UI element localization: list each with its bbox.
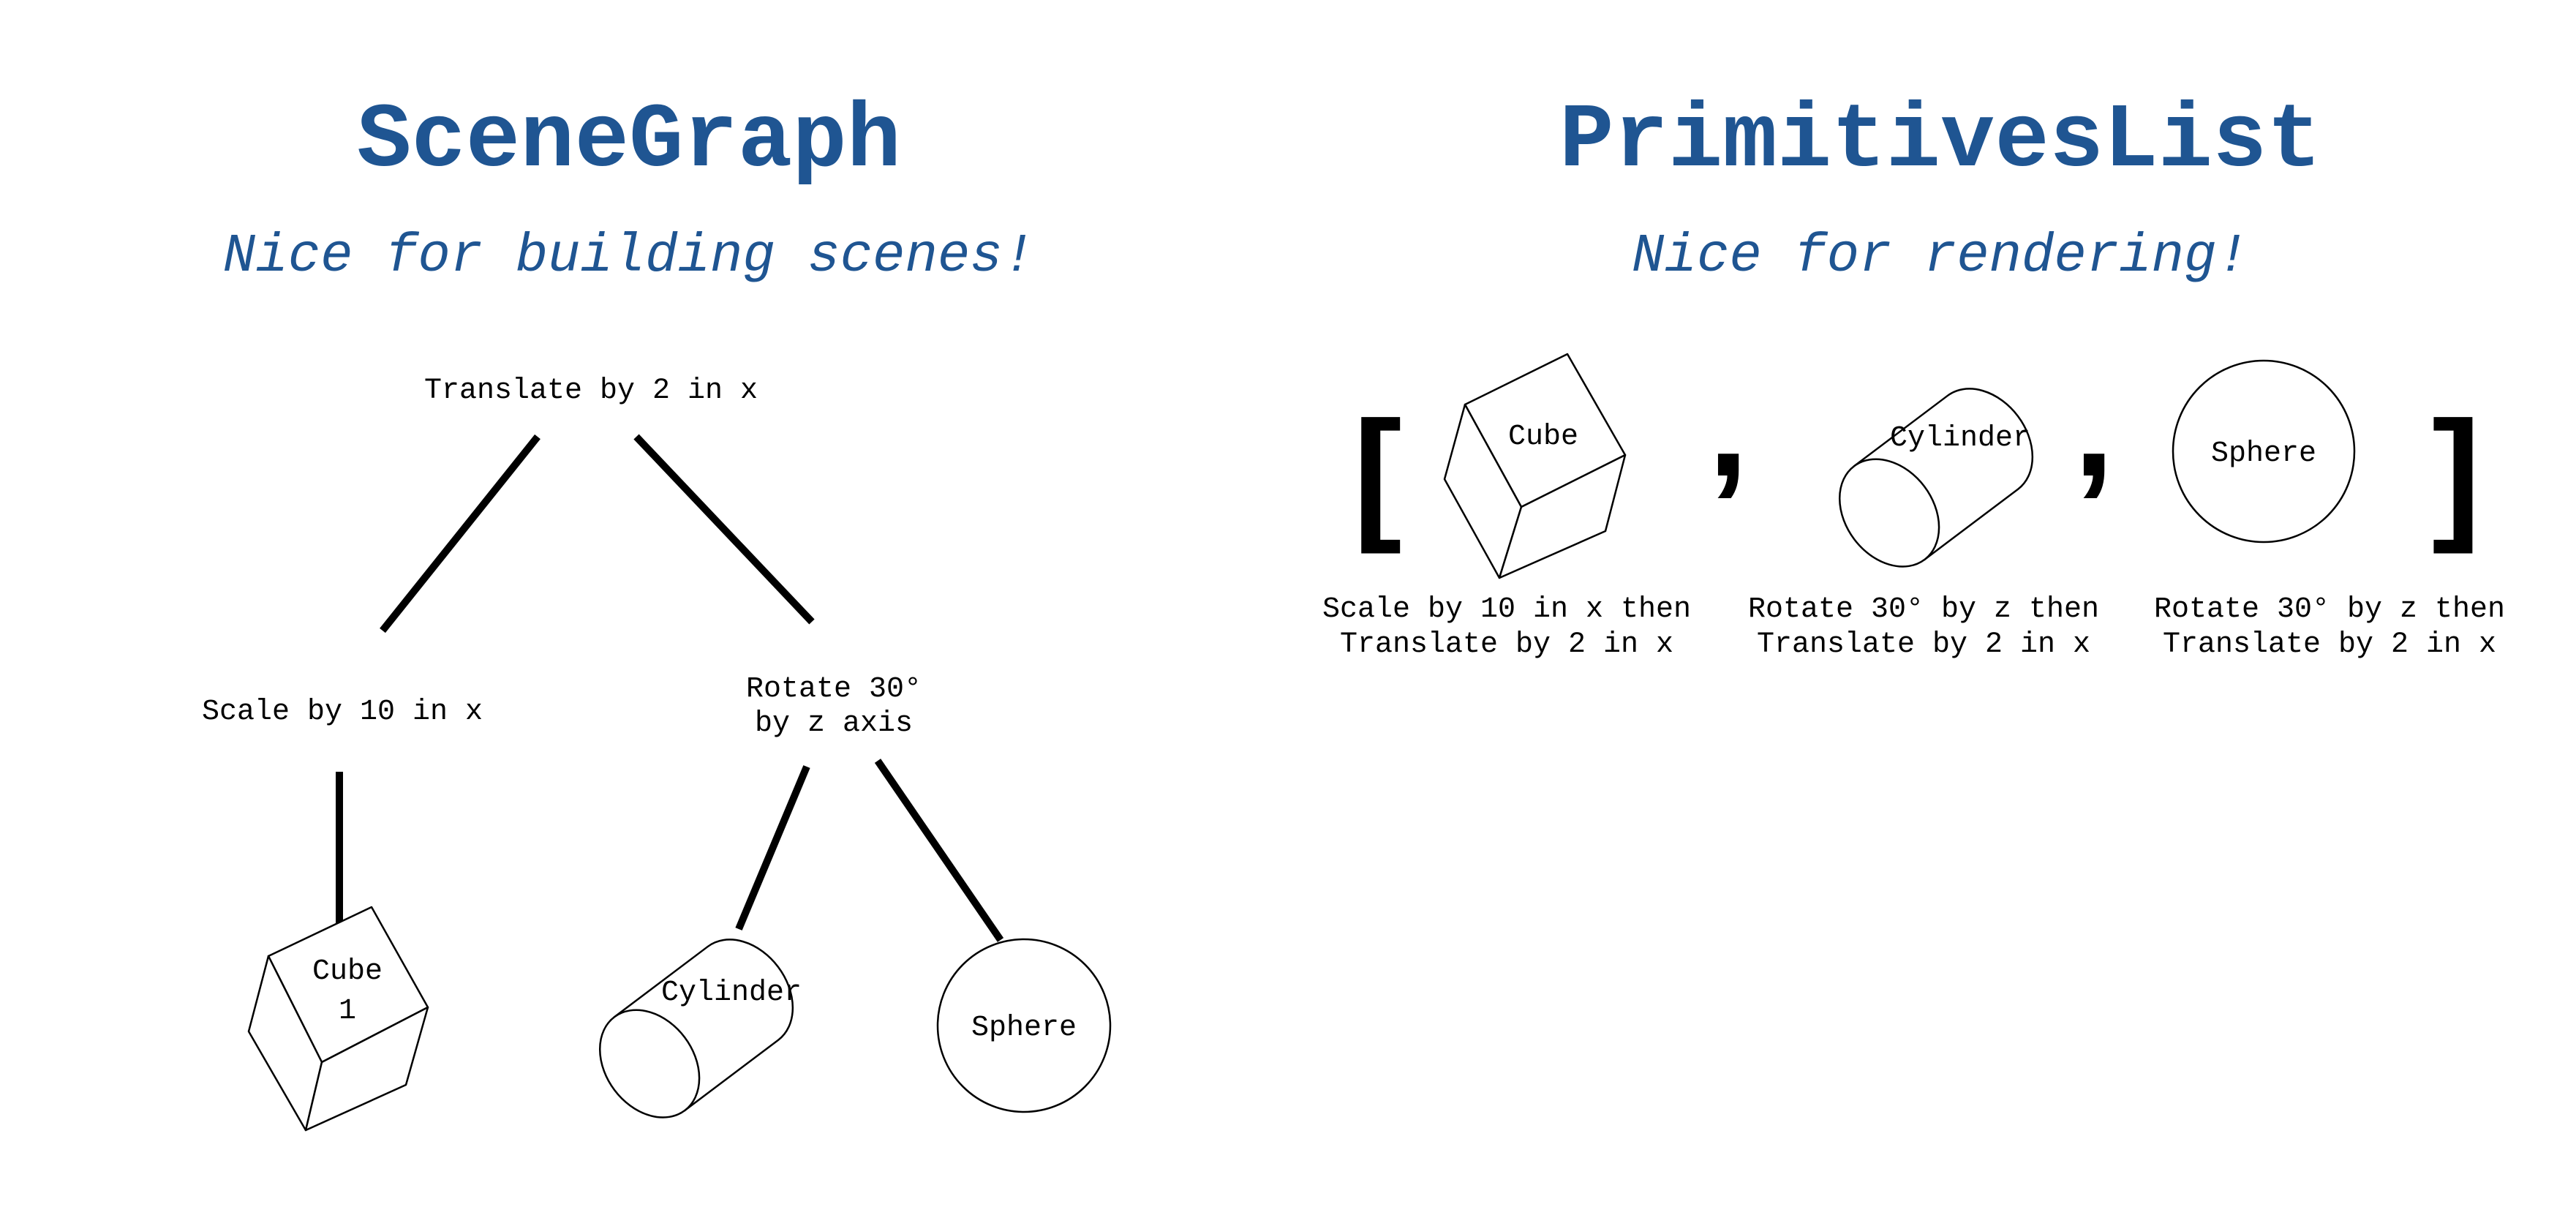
list-item-shape-label: Cube [1508, 421, 1578, 454]
leaf-cube-label-line1: Cube [312, 955, 383, 988]
edge-rotate-to-cylinder [735, 765, 810, 930]
leaf-sphere-label: Sphere [971, 1012, 1077, 1045]
rotate-node-label-line1: Rotate 30° [746, 673, 922, 706]
list-item-caption-line1: Rotate 30° by z then [1748, 593, 2099, 626]
list-item-cylinder: Cylinder Rotate 30° by z then Translate … [1748, 388, 2099, 661]
list-item-cube: Cube Scale by 10 in x then Translate by … [1322, 353, 1691, 661]
cylinder-icon [598, 939, 794, 1118]
separator-comma-2: , [2074, 344, 2114, 507]
edge-root-to-rotate [633, 434, 815, 625]
edge-rotate-to-sphere [874, 759, 1004, 942]
list-item-shape-label: Cylinder [1890, 422, 2030, 455]
primitives-list-title: PrimitivesList [1559, 91, 2321, 193]
primitives-list-subtitle: Nice for rendering! [1632, 226, 2249, 287]
list-item-shape-label: Sphere [2211, 437, 2316, 470]
close-bracket: ] [2432, 391, 2481, 554]
list-item-caption-line2: Translate by 2 in x [2163, 628, 2496, 661]
root-node-label: Translate by 2 in x [424, 375, 758, 407]
cylinder-icon [1838, 388, 2034, 568]
open-bracket: [ [1353, 391, 1402, 554]
scale-node-label: Scale by 10 in x [202, 696, 483, 729]
list-item-caption-line1: Rotate 30° by z then [2154, 593, 2505, 626]
scene-graph-subtitle: Nice for building scenes! [223, 226, 1035, 287]
list-item-caption-line2: Translate by 2 in x [1340, 628, 1673, 661]
leaf-cylinder-label: Cylinder [661, 977, 802, 1009]
list-item-caption-line1: Scale by 10 in x then [1322, 593, 1691, 626]
cube-icon [247, 906, 429, 1132]
edge-root-to-scale [380, 434, 541, 633]
leaf-cube-label-line2: 1 [339, 995, 356, 1028]
list-item-sphere: Sphere Rotate 30° by z then Translate by… [2154, 359, 2505, 661]
sphere-icon [936, 938, 1112, 1113]
separator-comma-1: , [1708, 344, 1749, 507]
cube-icon [1443, 353, 1627, 579]
rotate-node-label-line2: by z axis [755, 707, 913, 740]
scene-graph-title: SceneGraph [357, 91, 901, 193]
sphere-icon [2172, 359, 2356, 544]
list-item-caption-line2: Translate by 2 in x [1757, 628, 2090, 661]
